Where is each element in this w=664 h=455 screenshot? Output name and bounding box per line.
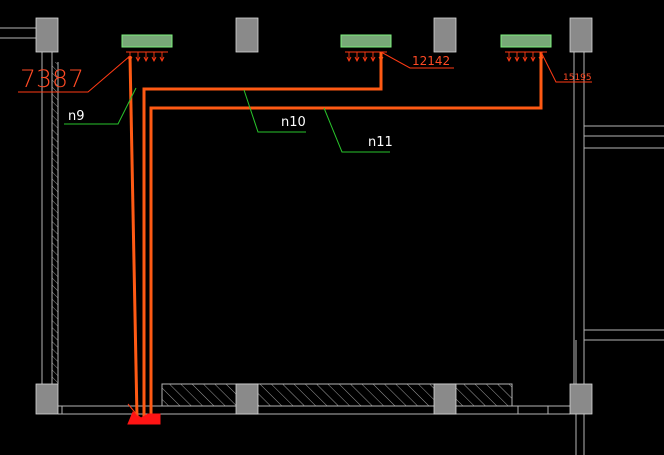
load-leaders: [18, 51, 592, 93]
column: [235, 383, 259, 415]
circuit-label-n9: n9: [68, 109, 85, 124]
circuit-label-n10: n10: [281, 115, 306, 130]
column: [35, 17, 59, 53]
column: [433, 17, 457, 53]
riser-terminal: [127, 403, 161, 425]
circuit-label-n11: n11: [368, 135, 393, 150]
left-wall: [0, 27, 59, 384]
columns: [35, 17, 593, 415]
heater-fixture-1: [121, 34, 173, 63]
pipe-runs: [128, 52, 543, 419]
hatched-bench: [161, 383, 513, 407]
load-label-15195: 15195: [563, 73, 592, 83]
column: [433, 383, 457, 415]
circuit-leaders: [64, 87, 390, 153]
right-wall: [573, 52, 664, 455]
heater-fixture-2: [340, 34, 392, 63]
column: [569, 383, 593, 415]
column: [235, 17, 259, 53]
column: [569, 17, 593, 53]
column: [35, 383, 59, 415]
load-label-12142: 12142: [412, 54, 450, 68]
pipe-run-n10: [142, 52, 383, 418]
pipe-run-n11: [149, 52, 543, 418]
pipe-run-n9: [128, 55, 139, 419]
load-label-7387: 7387: [20, 65, 84, 93]
